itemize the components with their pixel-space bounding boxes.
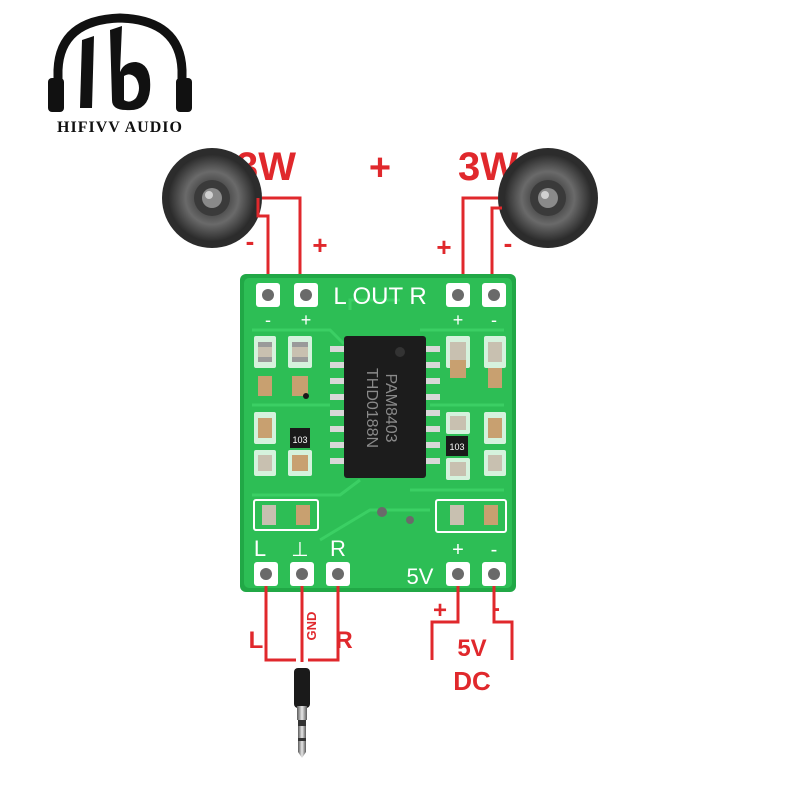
right-components [446, 336, 506, 480]
audio-jack-icon [294, 668, 310, 758]
top-pads [256, 283, 506, 307]
board-5v-label: 5V [407, 564, 434, 589]
right-speaker-minus: - [504, 228, 513, 258]
chip-batch-label: THD0188N [363, 368, 380, 448]
headphone-right-cup-icon [176, 78, 192, 112]
logo-letter-h [80, 36, 94, 108]
chip-model-label: PAM8403 [382, 373, 399, 442]
speaker-wires [256, 196, 502, 276]
input-left-label: L [249, 627, 264, 654]
left-resistor-label: 103 [292, 435, 307, 445]
right-speaker-plus: + [436, 232, 451, 262]
pcb-traces [252, 298, 504, 542]
right-speaker-icon [498, 148, 598, 248]
power-plus-label: + [369, 147, 391, 189]
right-resistor-label: 103 [449, 442, 464, 452]
top-right-minus-label: - [491, 310, 497, 330]
input-wires [264, 586, 340, 662]
power-minus-input: - [492, 595, 500, 622]
top-left-minus-label: - [265, 310, 271, 330]
brand-logo: HIFIVV AUDIO [48, 13, 192, 136]
headphone-left-cup-icon [48, 78, 64, 112]
power-plus-input: + [433, 597, 447, 624]
brand-name: HIFIVV AUDIO [57, 119, 183, 136]
logo-letter-b [110, 26, 151, 111]
left-speaker-plus: + [312, 230, 327, 260]
amplifier-chip [330, 336, 440, 478]
left-speaker-icon [162, 148, 262, 248]
pcb-board: L OUT R - + + - 103 [240, 274, 516, 592]
bottom-plus-label: + [452, 539, 464, 561]
bottom-r-label: R [330, 536, 346, 561]
headphone-band-icon [53, 13, 187, 108]
input-gnd-label: GND [304, 612, 319, 641]
left-speaker-minus: - [246, 226, 255, 256]
power-wires [430, 586, 514, 660]
bottom-l-label: L [254, 536, 266, 561]
bottom-pads [254, 562, 506, 586]
bottom-gnd-symbol: ⊥ [291, 539, 308, 561]
bottom-minus-label: - [491, 539, 498, 561]
top-right-plus-label: + [453, 310, 464, 330]
power-type-label: DC [453, 666, 491, 696]
bottom-components [253, 393, 507, 533]
power-voltage-label: 5V [457, 635, 486, 662]
out-label: L OUT R [333, 283, 426, 310]
top-left-plus-label: + [301, 310, 312, 330]
input-right-label: R [335, 627, 352, 654]
left-components [254, 336, 312, 476]
